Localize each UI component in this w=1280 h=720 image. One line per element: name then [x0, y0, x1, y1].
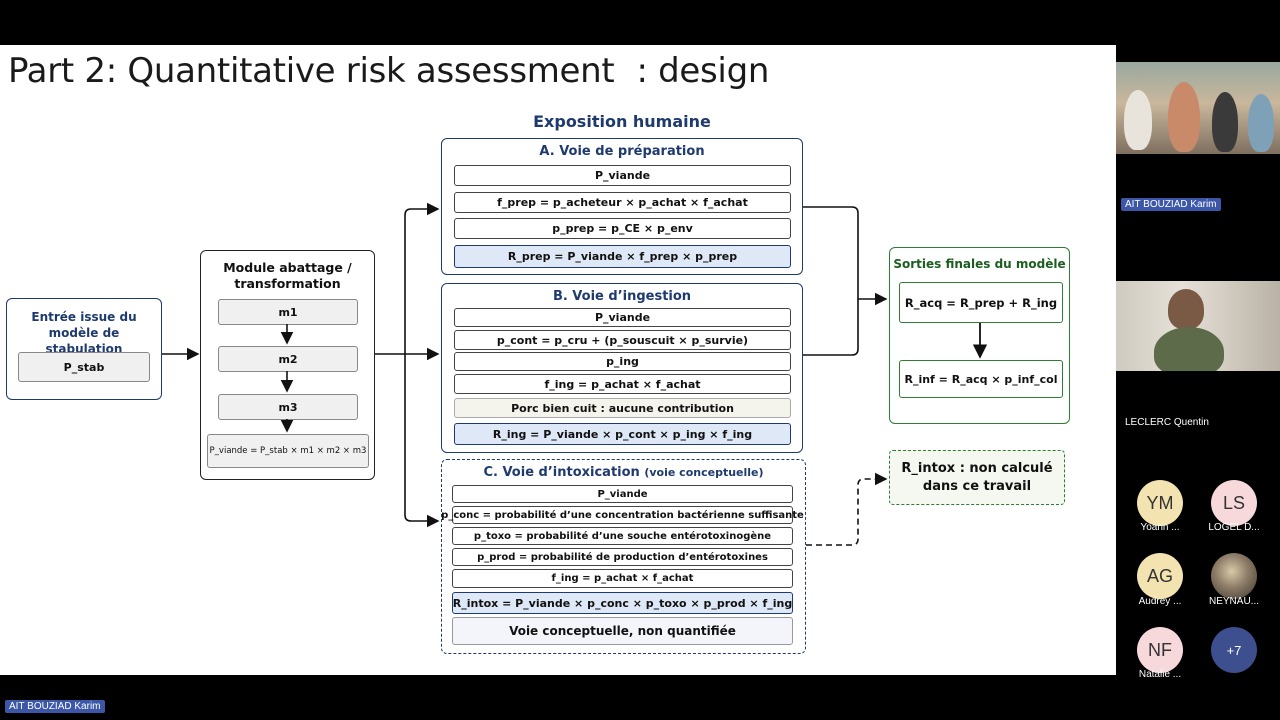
avatar-ym[interactable]: YM — [1137, 480, 1183, 526]
avatar-photo[interactable] — [1211, 553, 1257, 599]
panel-c-row-3: p_toxo = probabilité d’une souche entéro… — [452, 527, 793, 545]
video-tile-room[interactable] — [1116, 62, 1280, 154]
avatar-nf[interactable]: NF — [1137, 627, 1183, 673]
panel-c-row-1: P_viande — [452, 485, 793, 503]
panel-a-row-2: f_prep = p_acheteur × p_achat × f_achat — [454, 192, 791, 213]
video1-name-tag: AIT BOUZIAD Karim — [1121, 198, 1221, 211]
p-viande-formula: P_viande = P_stab × m1 × m2 × m3 — [207, 434, 369, 468]
panel-c-title-text: C. Voie d’intoxication — [483, 465, 640, 480]
avatar-photo-name: NEYNAU... — [1208, 596, 1259, 607]
panel-c-row-4: p_prod = probabilité de production d’ent… — [452, 548, 793, 566]
r-intox-note: R_intox : non calculé dans ce travail — [889, 450, 1065, 505]
title-part1: Part 2: Quantitative risk assessment — [8, 51, 615, 91]
avatar-ag-name: Audrey ... — [1138, 596, 1182, 607]
panel-a-title: A. Voie de préparation — [539, 144, 705, 159]
avatar-ls-initials: LS — [1222, 492, 1246, 513]
panel-b-row-2: p_cont = p_cru + (p_souscuit × p_survie) — [454, 330, 791, 350]
video-tile-speaker[interactable] — [1116, 281, 1280, 371]
exposition-title: Exposition humaine — [533, 112, 711, 131]
panel-c-title-note: (voie conceptuelle) — [644, 466, 764, 479]
panel-c-row-6: R_intox = P_viande × p_conc × p_toxo × p… — [452, 592, 793, 614]
panel-b-title: B. Voie d’ingestion — [552, 289, 692, 304]
avatar-ag-initials: AG — [1146, 565, 1173, 586]
panel-a-row-4: R_prep = P_viande × f_prep × p_prep — [454, 245, 791, 268]
arrow-b-sorties — [803, 299, 859, 356]
panel-c-row-5: f_ing = p_achat × f_achat — [452, 569, 793, 588]
arrow-a-sorties — [803, 206, 888, 306]
panel-b-row-4: f_ing = p_achat × f_achat — [454, 374, 791, 394]
panel-a: A. Voie de préparation P_viande f_prep =… — [441, 138, 803, 275]
panel-b: B. Voie d’ingestion P_viande p_cont = p_… — [441, 283, 803, 453]
avatar-ym-name: Yoann ... — [1140, 522, 1180, 533]
avatar-ls[interactable]: LS — [1211, 480, 1257, 526]
module-step-m3: m3 — [218, 394, 358, 420]
slide-title: Part 2: Quantitative risk assessment : de… — [8, 51, 769, 91]
entree-panel: Entrée issue du modèle de stabulation P_… — [6, 298, 162, 400]
bottom-name-tag: AIT BOUZIAD Karim — [5, 700, 105, 713]
sorties-panel: Sorties finales du modèle R_acq = R_prep… — [889, 247, 1070, 424]
panel-b-row-5: Porc bien cuit : aucune contribution — [454, 398, 791, 418]
more-participants-button[interactable]: +7 — [1211, 627, 1257, 673]
avatar-ls-name: LOGEL D... — [1208, 522, 1260, 533]
panel-a-row-1: P_viande — [454, 165, 791, 186]
panel-c-row-7: Voie conceptuelle, non quantifiée — [452, 617, 793, 645]
video2-name: LECLERC Quentin — [1125, 417, 1209, 428]
slide: Part 2: Quantitative risk assessment : de… — [0, 45, 1116, 675]
arrow-module-a — [404, 202, 440, 354]
entree-title: Entrée issue du modèle de stabulation — [31, 310, 137, 356]
r-inf-box: R_inf = R_acq × p_inf_col — [899, 360, 1063, 398]
arrow-c-rintox — [806, 472, 888, 546]
avatar-ag[interactable]: AG — [1137, 553, 1183, 599]
r-acq-box: R_acq = R_prep + R_ing — [899, 282, 1063, 323]
panel-c-row-2: p_conc = probabilité d’une concentration… — [441, 506, 804, 524]
r-intox-line1: R_intox : non calculé — [901, 460, 1053, 476]
panel-c: C. Voie d’intoxication (voie conceptuell… — [441, 459, 806, 654]
avatar-ym-initials: YM — [1146, 492, 1174, 513]
arrow-module-c — [404, 354, 440, 528]
module-title: Module abattage / transformation — [223, 260, 352, 291]
avatar-nf-name: Natalie ... — [1138, 669, 1182, 680]
module-step-m2: m2 — [218, 346, 358, 372]
title-part2: : design — [636, 51, 770, 91]
module-step-m1: m1 — [218, 299, 358, 325]
avatar-nf-initials: NF — [1148, 639, 1172, 660]
panel-a-row-3: p_prep = p_CE × p_env — [454, 218, 791, 239]
panel-b-row-3: p_ing — [454, 352, 791, 371]
r-intox-line2: dans ce travail — [922, 478, 1032, 494]
panel-c-title: C. Voie d’intoxication (voie conceptuell… — [442, 465, 805, 480]
more-participants-count: +7 — [1226, 642, 1242, 658]
module-panel: Module abattage / transformation m1 m2 m… — [200, 250, 375, 480]
sorties-title: Sorties finales du modèle — [893, 257, 1066, 271]
panel-b-row-1: P_viande — [454, 308, 791, 327]
p-stab-box: P_stab — [18, 352, 150, 382]
panel-b-row-6: R_ing = P_viande × p_cont × p_ing × f_in… — [454, 423, 791, 445]
